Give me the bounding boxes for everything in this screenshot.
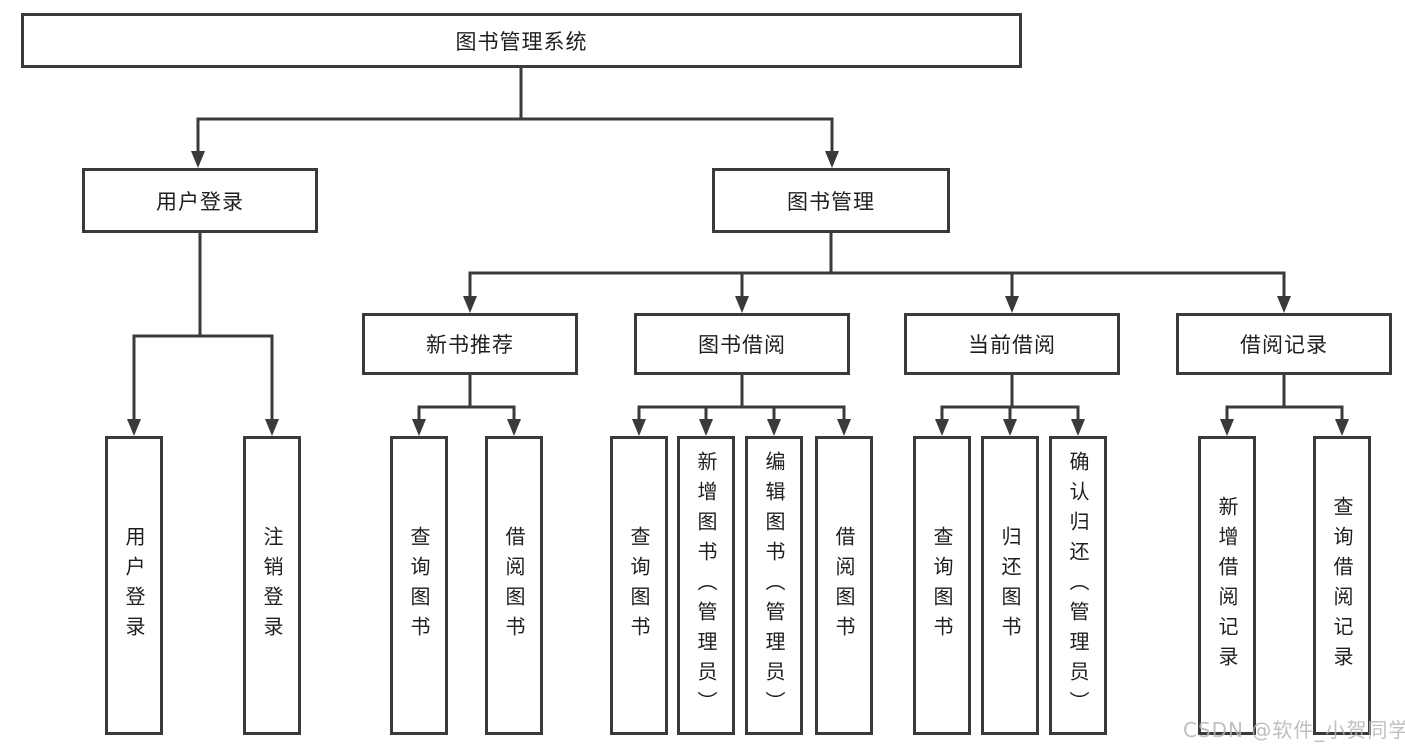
leaf-add-book-admin-label: 新增图书（管理员） <box>694 450 718 721</box>
leaf-borrow-books-borrowing-label: 借阅图书 <box>832 525 856 646</box>
leaf-borrow-books-borrowing: 借阅图书 <box>815 436 873 735</box>
leaf-add-book-admin: 新增图书（管理员） <box>677 436 735 735</box>
leaf-return-book-label: 归还图书 <box>998 525 1022 646</box>
leaf-query-books-current-label: 查询图书 <box>930 525 954 646</box>
node-user-login: 用户登录 <box>82 168 318 233</box>
node-borrowing-records: 借阅记录 <box>1176 313 1392 375</box>
node-user-login-label: 用户登录 <box>156 189 244 214</box>
leaf-return-book: 归还图书 <box>981 436 1039 735</box>
leaf-confirm-return-admin: 确认归还（管理员） <box>1049 436 1107 735</box>
node-current-borrowing-label: 当前借阅 <box>968 333 1056 357</box>
leaf-query-books-recommend-label: 查询图书 <box>407 525 431 646</box>
node-root-label: 图书管理系统 <box>455 29 588 54</box>
leaf-query-books-borrowing-label: 查询图书 <box>627 525 651 646</box>
node-book-management-label: 图书管理 <box>787 189 875 214</box>
leaf-query-books-current: 查询图书 <box>913 436 971 735</box>
leaf-edit-book-admin-label: 编辑图书（管理员） <box>762 450 786 721</box>
node-current-borrowing: 当前借阅 <box>904 313 1120 375</box>
leaf-user-login-label: 用户登录 <box>122 525 146 646</box>
leaf-logout: 注销登录 <box>243 436 301 735</box>
leaf-add-borrow-record-label: 新增借阅记录 <box>1215 495 1239 676</box>
leaf-query-books-borrowing: 查询图书 <box>610 436 668 735</box>
node-root: 图书管理系统 <box>21 13 1022 68</box>
leaf-query-borrow-record: 查询借阅记录 <box>1313 436 1371 735</box>
leaf-add-borrow-record: 新增借阅记录 <box>1198 436 1256 735</box>
csdn-watermark: CSDN @软件_小贺同学 <box>1183 718 1405 742</box>
node-borrowing-records-label: 借阅记录 <box>1240 333 1328 357</box>
leaf-logout-label: 注销登录 <box>260 525 284 646</box>
leaf-borrow-books-recommend-label: 借阅图书 <box>502 525 526 646</box>
leaf-user-login: 用户登录 <box>105 436 163 735</box>
node-new-book-recommend-label: 新书推荐 <box>426 333 514 357</box>
node-new-book-recommend: 新书推荐 <box>362 313 578 375</box>
leaf-confirm-return-admin-label: 确认归还（管理员） <box>1066 450 1090 721</box>
leaf-borrow-books-recommend: 借阅图书 <box>485 436 543 735</box>
leaf-query-borrow-record-label: 查询借阅记录 <box>1330 495 1354 676</box>
leaf-edit-book-admin: 编辑图书（管理员） <box>745 436 803 735</box>
leaf-query-books-recommend: 查询图书 <box>390 436 448 735</box>
node-book-borrowing-label: 图书借阅 <box>698 333 786 357</box>
node-book-borrowing: 图书借阅 <box>634 313 850 375</box>
node-book-management: 图书管理 <box>712 168 950 233</box>
